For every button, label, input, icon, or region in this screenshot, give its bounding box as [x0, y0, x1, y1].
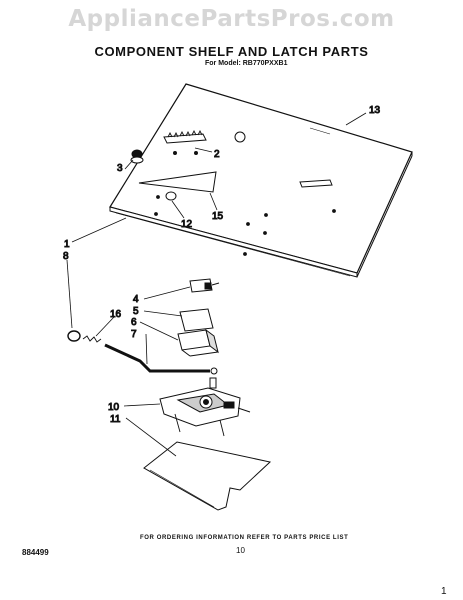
- terminal-block: [163, 129, 207, 144]
- latch-assembly: [159, 377, 251, 437]
- callout-1: 1: [64, 239, 70, 250]
- switch-cover: [177, 328, 219, 357]
- callout-6: 6: [131, 317, 137, 328]
- page-title: COMPONENT SHELF AND LATCH PARTS: [94, 44, 369, 59]
- latch-spring: [82, 335, 102, 343]
- callout-16: 16: [110, 309, 122, 320]
- latch-rod: [104, 343, 210, 373]
- callout-10: 10: [108, 402, 120, 413]
- switch-bracket: [179, 308, 214, 332]
- callout-2: 2: [214, 149, 220, 160]
- callout-3: 3: [117, 163, 123, 174]
- page-number: 10: [236, 546, 245, 555]
- latch-base-plate: [143, 441, 272, 511]
- component-shelf: [109, 83, 413, 278]
- callout-15: 15: [212, 211, 224, 222]
- model-line: For Model: RB770PXXB1: [205, 60, 288, 67]
- baffle: [138, 171, 217, 193]
- corner-number: 1: [441, 586, 447, 597]
- plug-button: [165, 191, 177, 201]
- leader-lines: [66, 112, 367, 457]
- latch-knob: [67, 330, 81, 342]
- callout-8: 8: [63, 251, 69, 262]
- callout-11: 11: [110, 414, 121, 425]
- callout-12: 12: [181, 219, 193, 230]
- callout-13: 13: [369, 105, 381, 116]
- watermark: AppliancePartsPros.com: [68, 6, 395, 32]
- callout-5: 5: [133, 306, 139, 317]
- callout-4: 4: [133, 294, 139, 305]
- latch-switch: [189, 278, 220, 293]
- ordering-note: FOR ORDERING INFORMATION REFER TO PARTS …: [140, 535, 349, 541]
- grommet: [130, 149, 144, 164]
- document-code: 884499: [22, 548, 49, 557]
- callout-7: 7: [131, 329, 137, 340]
